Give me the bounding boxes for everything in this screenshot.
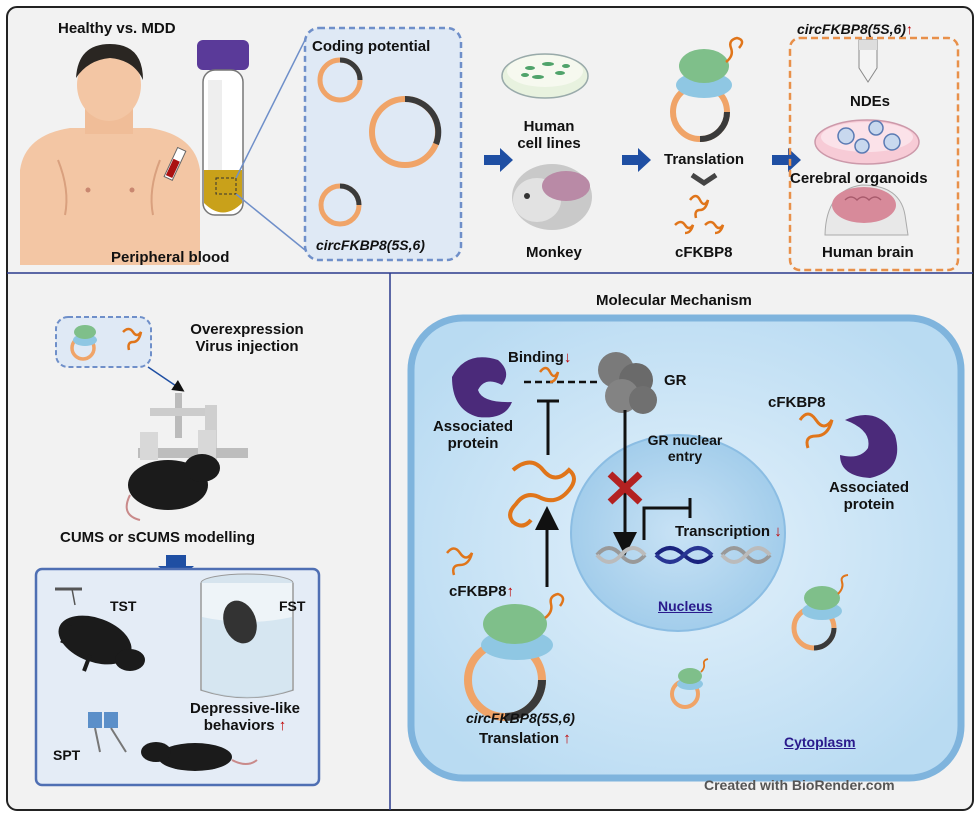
ribosome-translation-icon [670, 36, 744, 142]
fst-label: FST [279, 598, 306, 614]
person-figure [20, 44, 200, 265]
promoter-arrow [642, 506, 690, 540]
zoom-line-top [235, 39, 306, 179]
flow-arrow-2 [622, 148, 651, 172]
associated-protein-left-label: Associated protein [432, 418, 514, 453]
circ-rna-large [369, 95, 442, 168]
modelling-label: CUMS or sCUMS modelling [60, 529, 256, 546]
cfkbp8-bound-right [798, 412, 834, 449]
translation-label: Translation [664, 151, 745, 168]
monkey-label: Monkey [526, 244, 582, 261]
mouse-injection-icon [125, 454, 220, 521]
tst-mouse-icon [55, 587, 145, 672]
cytoplasm-label: Cytoplasm [784, 734, 856, 750]
spt-bottles-icon [88, 712, 258, 771]
intervention-label: Overexpression Virus injection [190, 321, 304, 356]
syringe [163, 146, 187, 181]
cell-lines-label: Human cell lines [517, 118, 581, 153]
sample-label: Peripheral blood [111, 249, 230, 266]
chevron-down-icon [690, 172, 718, 187]
flow-arrow-3 [772, 148, 801, 172]
tube-icon [858, 39, 878, 83]
gr-protein [598, 352, 657, 414]
coding-potential-box [303, 26, 463, 262]
fst-beaker-icon [200, 573, 294, 699]
cfkbp8-peptide-large [508, 460, 576, 528]
cfkbp8-label-top: cFKBP8 [675, 244, 733, 261]
organoid-dish-icon [814, 119, 920, 165]
petri-dish-icon [501, 53, 589, 99]
ndes-label: NDEs [850, 93, 891, 110]
bound-cfkbp8 [539, 366, 560, 384]
translation-mechanism-label: Translation ↑ [479, 730, 571, 747]
mechanism-title: Molecular Mechanism [596, 292, 752, 309]
tst-label: TST [110, 598, 137, 614]
associated-protein-left [452, 357, 512, 418]
block-x-icon [607, 471, 643, 505]
circ-rna-small-1 [317, 57, 363, 103]
cfkbp8-left-label: cFKBP8↑ [449, 583, 515, 600]
blood-tube [197, 40, 249, 216]
associated-protein-right [840, 415, 898, 478]
coding-potential-title: Coding potential [312, 38, 431, 55]
validation-box [788, 36, 960, 272]
cfkbp8-peptide-icons [674, 194, 725, 235]
circ-name-label: circFKBP8(5S,6) [316, 237, 425, 253]
credit-label: Created with BioRender.com [704, 777, 895, 793]
gr-entry-label: GR nuclear entry [647, 432, 723, 465]
organoids-label: Cerebral organoids [790, 170, 928, 187]
construct-ribosome-icon [70, 325, 143, 361]
ribosome-main [464, 592, 565, 721]
zoom-line-bottom [235, 193, 306, 251]
gr-label: GR [664, 372, 687, 389]
transcription-label: Transcription ↓ [675, 523, 782, 540]
stereotaxic-apparatus-icon [138, 393, 248, 460]
behaviors-label: Depressive-like behaviors ↑ [189, 700, 301, 735]
human-brain-label: Human brain [822, 244, 914, 261]
injection-arrow [147, 366, 185, 392]
validation-title: circFKBP8(5S,6)↑ [797, 21, 913, 37]
dna-strands [595, 546, 772, 564]
human-brain-icon [824, 184, 909, 236]
monkey-icon [512, 164, 592, 230]
binding-label: Binding↓ [508, 349, 572, 366]
cfkbp8-right-label: cFKBP8 [768, 394, 826, 411]
associated-protein-right-label: Associated protein [828, 479, 910, 514]
ribosome-small-right [791, 574, 849, 651]
cfkbp8-peptide-small [446, 547, 474, 576]
group-label: Healthy vs. MDD [58, 20, 176, 37]
nucleus-label: Nucleus [658, 598, 713, 614]
ribosome-small-bottom [670, 658, 709, 709]
circ-rna-small-2 [318, 183, 362, 227]
flow-arrow-1 [484, 148, 513, 172]
circ-name-mechanism-label: circFKBP8(5S,6) [466, 710, 575, 726]
spt-label: SPT [53, 747, 81, 763]
